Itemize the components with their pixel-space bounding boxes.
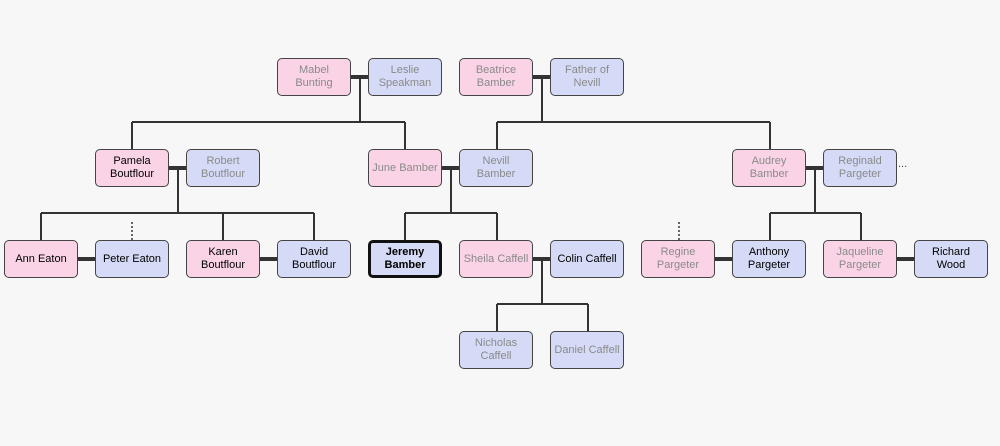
person-colin-caffell[interactable]: Colin Caffell — [550, 240, 624, 278]
person-ann-eaton[interactable]: Ann Eaton — [4, 240, 78, 278]
person-jeremy-bamber[interactable]: Jeremy Bamber — [368, 240, 442, 278]
descent-line — [40, 168, 315, 241]
person-nevill-bamber[interactable]: Nevill Bamber — [459, 149, 533, 187]
person-anthony-pargeter[interactable]: Anthony Pargeter — [732, 240, 806, 278]
descent-line — [496, 77, 771, 150]
person-pamela-boutflour[interactable]: Pamela Boutflour — [95, 149, 169, 187]
person-daniel-caffell[interactable]: Daniel Caffell — [550, 331, 624, 369]
more-relatives-indicator: ... — [898, 158, 908, 170]
person-peter-eaton[interactable]: Peter Eaton — [95, 240, 169, 278]
person-father-of-nevill[interactable]: Father of Nevill — [550, 58, 624, 96]
descent-line — [496, 259, 589, 332]
descent-line — [131, 77, 406, 150]
person-robert-boutflour[interactable]: Robert Boutflour — [186, 149, 260, 187]
person-richard-wood[interactable]: Richard Wood — [914, 240, 988, 278]
descent-line — [769, 168, 862, 241]
person-nicholas-caffell[interactable]: Nicholas Caffell — [459, 331, 533, 369]
person-beatrice-bamber[interactable]: Beatrice Bamber — [459, 58, 533, 96]
descent-line — [404, 168, 498, 241]
person-jaqueline-pargeter[interactable]: Jaqueline Pargeter — [823, 240, 897, 278]
person-reginald-pargeter[interactable]: Reginald Pargeter — [823, 149, 897, 187]
person-sheila-caffell[interactable]: Sheila Caffell — [459, 240, 533, 278]
person-june-bamber[interactable]: June Bamber — [368, 149, 442, 187]
person-mabel-bunting[interactable]: Mabel Bunting — [277, 58, 351, 96]
person-leslie-speakman[interactable]: Leslie Speakman — [368, 58, 442, 96]
person-audrey-bamber[interactable]: Audrey Bamber — [732, 149, 806, 187]
person-karen-boutflour[interactable]: Karen Boutflour — [186, 240, 260, 278]
person-regine-pargeter[interactable]: Regine Pargeter — [641, 240, 715, 278]
person-david-boutflour[interactable]: David Boutflour — [277, 240, 351, 278]
